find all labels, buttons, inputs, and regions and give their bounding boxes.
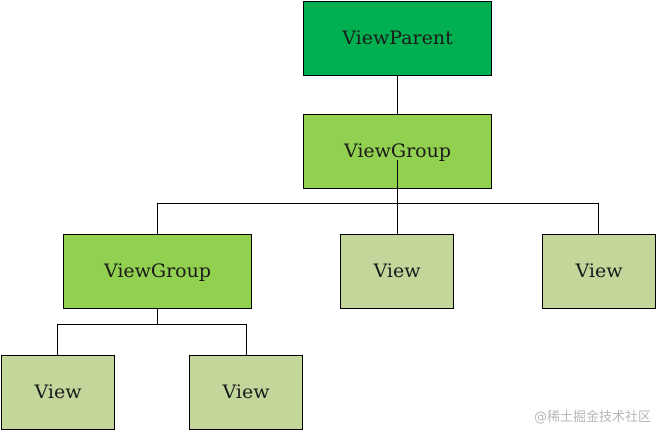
node-view-group-left: ViewGroup [63,234,252,309]
node-view-mid-box [340,234,454,309]
node-view-bottom-left-box [1,355,115,430]
node-view-bottom-right: View [189,355,303,430]
node-view-parent: ViewParent [303,1,492,76]
node-view-group-left-box [63,234,252,309]
node-view-bottom-right-label: View [222,381,271,403]
node-view-bottom-left-label: View [34,381,83,403]
node-view-bottom-right-box [189,355,303,430]
node-view-parent-label: ViewParent [341,27,453,49]
node-view-right: View [542,234,656,309]
node-view-right-box [542,234,656,309]
node-view-mid-label: View [373,260,422,282]
node-view-group-top-label: ViewGroup [343,140,451,162]
watermark-text: @稀土掘金技术社区 [533,410,651,425]
node-view-mid: View [340,234,454,309]
node-view-parent-box [303,1,492,76]
node-view-group-left-label: ViewGroup [103,260,211,282]
node-view-bottom-left: View [1,355,115,430]
node-view-right-label: View [575,260,624,282]
